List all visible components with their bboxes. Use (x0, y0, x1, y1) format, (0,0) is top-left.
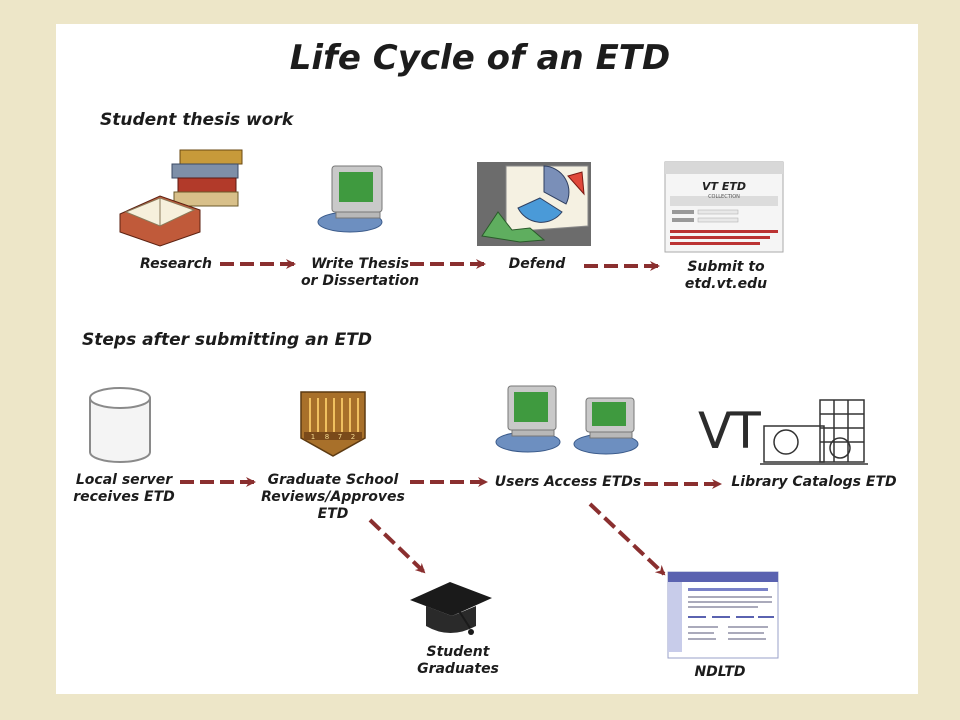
database-icon (89, 387, 151, 463)
section-student-work: Student thesis work (100, 110, 294, 130)
shield-digit: 1 (311, 433, 315, 441)
vt-logo-text: VT (698, 402, 761, 460)
label-submit: Submit to etd.vt.edu (684, 259, 768, 292)
label-ndltd: NDLTD (694, 664, 746, 680)
books-icon (119, 149, 243, 247)
vt-building-logo (760, 399, 868, 465)
vt-etd-subheading: COLLECTION (708, 194, 740, 200)
computer-icon (573, 397, 639, 455)
shield-digit: 8 (325, 433, 329, 441)
label-defend: Defend (508, 256, 566, 272)
shield-icon (300, 391, 366, 457)
flow-arrows-row1 (220, 259, 660, 271)
webpage-icon (664, 161, 784, 253)
flow-arrows-row2 (180, 477, 722, 576)
webpage-icon (667, 571, 779, 659)
presentation-icon (477, 162, 591, 246)
shield-digit: 7 (338, 433, 342, 441)
mortarboard-icon (410, 582, 492, 635)
label-graduate-school: Graduate School Reviews/Approves ETD (261, 472, 405, 522)
label-student-graduates: Student Graduates (417, 644, 499, 677)
label-research: Research (139, 256, 213, 272)
label-local-server: Local server receives ETD (73, 472, 175, 505)
computer-icon (495, 385, 561, 453)
vt-etd-heading: VT ETD (702, 180, 746, 193)
section-after-submit: Steps after submitting an ETD (82, 330, 372, 350)
diagram-title: Life Cycle of an ETD (289, 38, 671, 78)
label-library-catalogs: Library Catalogs ETD (731, 474, 897, 490)
label-write-thesis: Write Thesis or Dissertation (300, 256, 420, 289)
shield-digit: 2 (351, 433, 355, 441)
label-users-access: Users Access ETDs (494, 474, 642, 490)
computer-icon (317, 165, 383, 233)
